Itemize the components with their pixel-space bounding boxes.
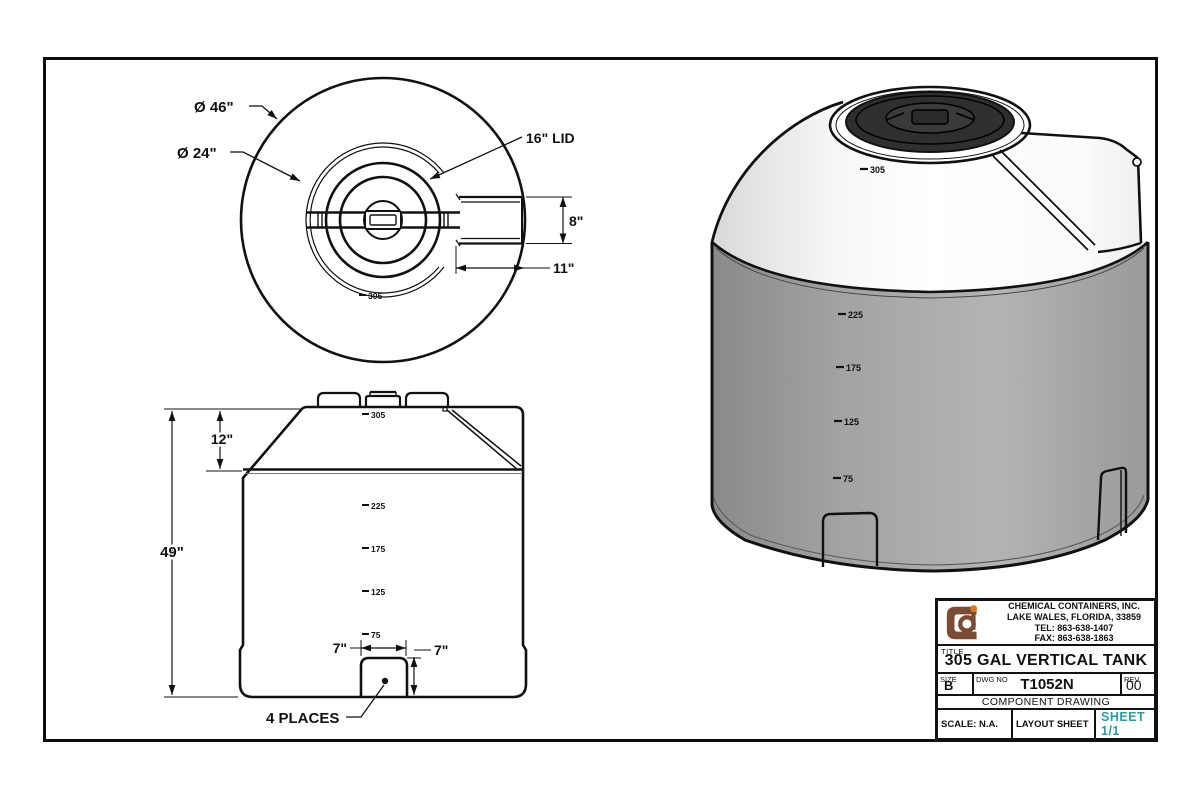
rev-cell: REV 00 [1122, 674, 1154, 694]
size-cell: SIZE B [938, 674, 974, 694]
rev-value: 00 [1126, 677, 1142, 693]
dim-8-label: 8" [569, 213, 583, 229]
dwg-no-value: T1052N [1020, 676, 1074, 693]
cci-logo-icon [946, 604, 978, 639]
front-gallon-mark: 75 [371, 630, 381, 640]
title-field-label: TITLE [941, 647, 964, 657]
dim-49-label: 49" [160, 544, 184, 561]
footer-row: SCALE: N.A. LAYOUT SHEET SHEET 1/1 [938, 710, 1154, 738]
dim-dia46-label: Ø 46" [194, 99, 234, 116]
front-gallon-mark: 305 [371, 410, 385, 420]
scale-cell: SCALE: N.A. [938, 710, 1013, 738]
number-row: SIZE B DWG NO T1052N REV 00 [938, 674, 1154, 696]
title-block-company-row: CHEMICAL CONTAINERS, INC. LAKE WALES, FL… [938, 601, 1154, 647]
dim-7-left-label: 7" [333, 640, 347, 656]
dim-11-label: 11" [553, 260, 574, 276]
drawing-title: 305 GAL VERTICAL TANK [944, 652, 1148, 670]
sheet-border [43, 57, 1158, 742]
iso-gallon-mark: 225 [848, 310, 863, 320]
title-block: CHEMICAL CONTAINERS, INC. LAKE WALES, FL… [935, 598, 1157, 741]
top-view [239, 76, 527, 364]
dim-dia24-label: Ø 24" [177, 145, 217, 162]
company-fax: FAX: 863-638-1863 [1034, 633, 1114, 644]
size-value: B [944, 678, 954, 693]
layout-sheet-cell: LAYOUT SHEET [1013, 710, 1096, 738]
iso-gallon-mark: 175 [846, 363, 861, 373]
front-view [238, 390, 528, 718]
dim-7-right-label: 7" [434, 642, 448, 658]
front-gallon-mark: 175 [371, 544, 385, 554]
dim-12-label: 12" [211, 431, 233, 447]
company-tel: TEL: 863-638-1407 [1034, 622, 1114, 633]
front-view-dimensions [164, 408, 431, 698]
company-name: CHEMICAL CONTAINERS, INC. [1008, 601, 1140, 612]
sheet-number: SHEET 1/1 [1101, 710, 1146, 738]
iso-gallon-mark: 305 [870, 165, 885, 175]
top-view-gallon-mark: 305 [368, 291, 382, 301]
iso-gallon-mark: 75 [843, 474, 853, 484]
front-gallon-mark: 125 [371, 587, 385, 597]
size-label: SIZE [940, 675, 957, 685]
places-label: 4 PLACES [266, 710, 339, 727]
lid-label: 16" LID [526, 130, 575, 146]
company-address: LAKE WALES, FLORIDA, 33859 [1006, 612, 1142, 623]
dwg-no-cell: DWG NO T1052N [974, 674, 1122, 694]
drawing-type: COMPONENT DRAWING [938, 696, 1154, 710]
rev-label: REV [1124, 675, 1140, 685]
dwg-no-label: DWG NO [976, 675, 1008, 685]
title-row: TITLE 305 GAL VERTICAL TANK [938, 646, 1154, 675]
company-logo [938, 601, 994, 644]
iso-gallon-mark: 125 [844, 417, 859, 427]
top-view-dimensions [230, 105, 572, 274]
iso-view: 305 225 175 125 75 [710, 85, 1150, 573]
front-gallon-mark: 225 [371, 501, 385, 511]
